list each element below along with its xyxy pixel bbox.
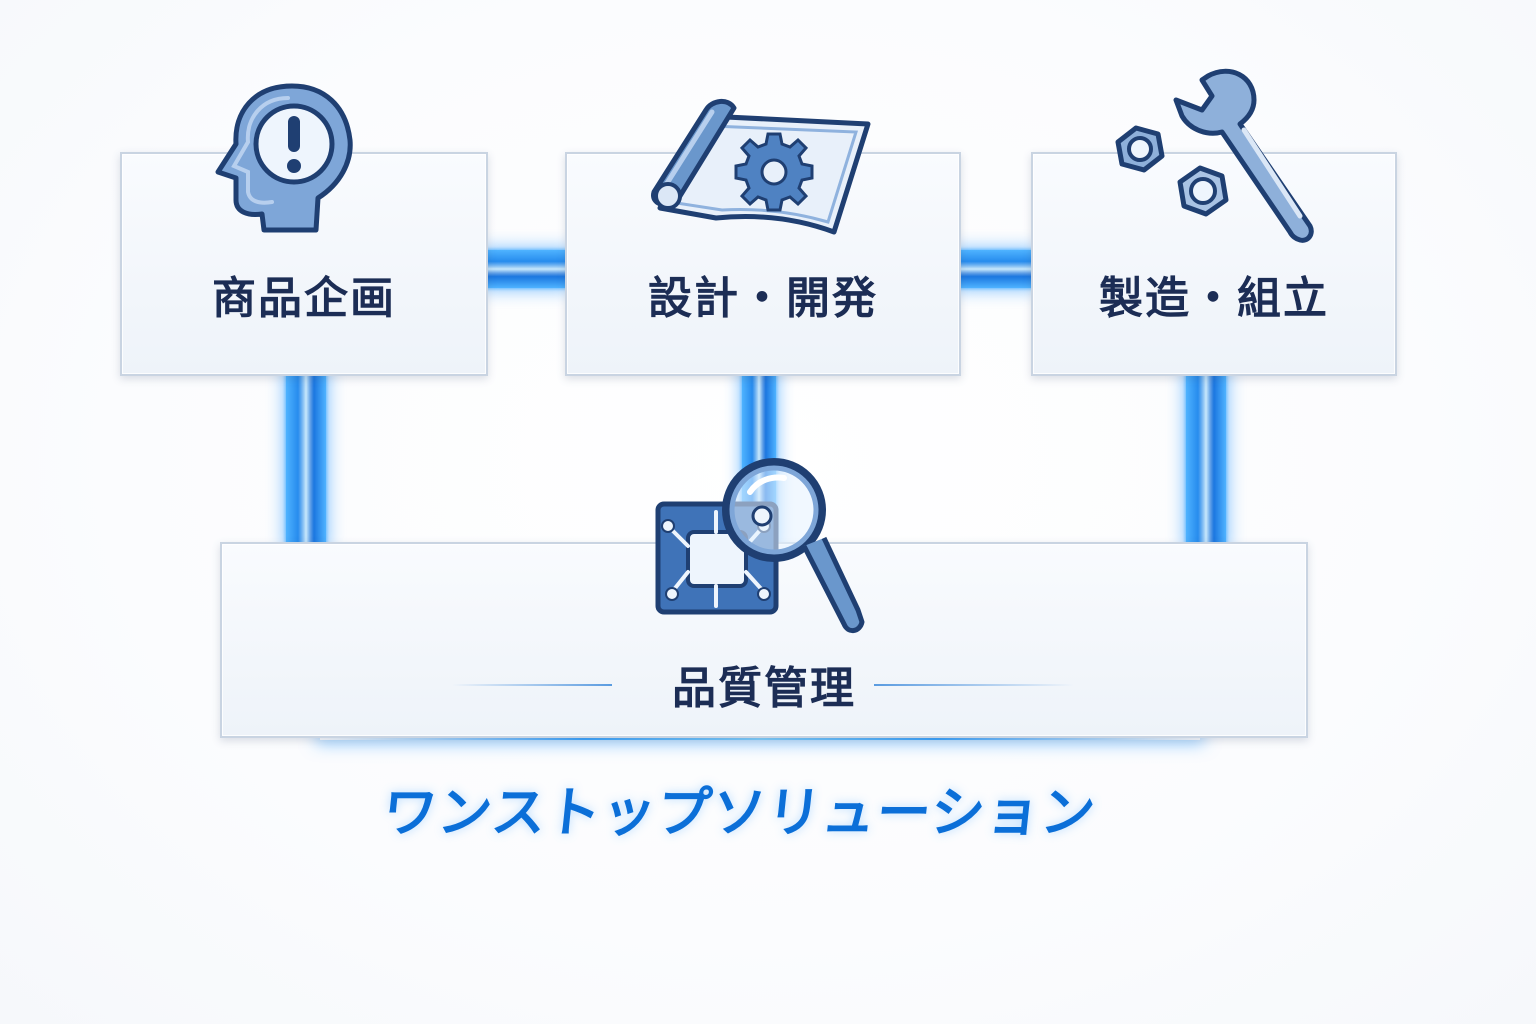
connector-manufacturing-quality: [1186, 372, 1226, 544]
quality-label: 品質管理: [672, 663, 856, 714]
quality-rule-left: [452, 684, 612, 686]
connector-design-manufacturing: [958, 250, 1032, 288]
stage-label-manufacturing: 製造・組立: [1099, 273, 1329, 324]
stage-box-planning: 商品企画: [120, 152, 488, 376]
connector-planning-design: [486, 250, 566, 288]
wrench-nuts-icon: [1115, 68, 1314, 243]
stage-label-planning: 商品企画: [212, 273, 396, 324]
blueprint-gear-icon: [651, 99, 871, 235]
chip-inspection-icon: [655, 458, 865, 633]
idea-head-icon: [215, 83, 353, 233]
tagline: ワンストップソリューション: [379, 781, 1100, 844]
connector-planning-quality: [286, 372, 326, 544]
quality-rule-right: [874, 684, 1074, 686]
stage-label-design: 設計・開発: [648, 273, 878, 324]
